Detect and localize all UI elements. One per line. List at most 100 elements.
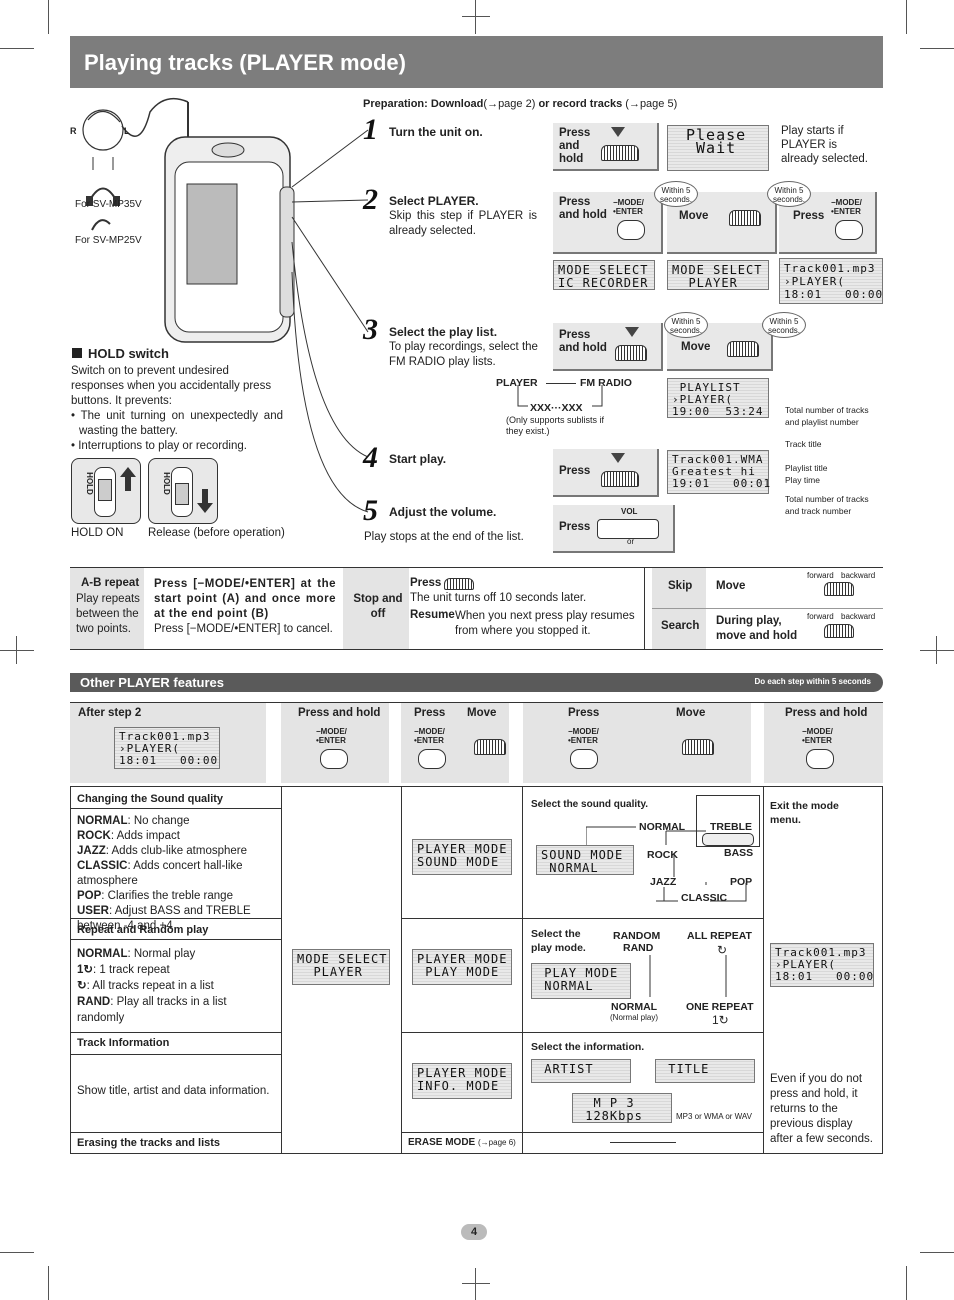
resume-label: Resume [410, 609, 455, 621]
list-item-value: : Adjust BASS and TREBLE between -4 and … [77, 905, 251, 932]
sound-title: Changing the Sound quality [77, 793, 224, 805]
pm-random: RANDOM [613, 930, 661, 942]
release-label: Release (before operation) [148, 527, 285, 539]
sound-cycle-arrows [586, 826, 747, 902]
mp3-lcd: M P 3 128Kbps [572, 1093, 672, 1123]
step-1-lcd: Please Wait [667, 125, 769, 171]
pl-xxx: XXX···XXX [530, 402, 583, 414]
artist-lcd: ARTIST [531, 1059, 631, 1083]
step-4-number: 4 [363, 441, 378, 474]
pm-one-icon: 1↻ [712, 1013, 729, 1027]
mode-enter-label: −MODE/ •ENTER [568, 727, 599, 745]
pm-info-lcd: PLAYER MODE INFO. MODE [412, 1063, 512, 1099]
skip-forward: forward [807, 571, 834, 580]
crop-mark [16, 636, 17, 664]
step-4-n3: Play time [785, 475, 820, 485]
dial-icon [474, 739, 506, 755]
search-title: Search [661, 620, 700, 632]
within-bubble: Within 5 seconds. [762, 312, 806, 338]
for-mp25: For SV-MP25V [75, 235, 142, 246]
step-5-title: Adjust the volume. [389, 505, 497, 519]
skip-title: Skip [668, 580, 693, 592]
pl-connectors [517, 385, 603, 407]
list-item-value: : Adds concert hall-like atmosphere [77, 860, 243, 887]
list-item-value: : 1 track repeat [93, 964, 170, 976]
treble-slider [702, 833, 754, 846]
page-title: Playing tracks (PLAYER mode) [84, 50, 406, 75]
pm-play-lcd: PLAYER MODE PLAY MODE [412, 949, 512, 985]
pm-sound-lcd: PLAYER MODE SOUND MODE [412, 839, 512, 875]
divider [882, 787, 883, 1153]
step-2-lcd-1: MODE SELECT IC RECORDER [553, 260, 655, 290]
list-item-key: CLASSIC [77, 860, 128, 872]
crop-mark [906, 1266, 907, 1300]
crop-mark [462, 16, 490, 17]
pl-sub: (Only supports sublists if they exist.) [506, 415, 605, 436]
play-stop-icon [444, 578, 474, 590]
crop-mark [48, 1266, 49, 1300]
ab-title: A-B repeat [81, 577, 140, 589]
ab-instructions: Press [−MODE/•ENTER] at the start point … [154, 578, 336, 635]
divider [401, 1132, 763, 1133]
device-illustration [82, 97, 369, 513]
crop-mark [920, 48, 954, 49]
skip-dial-icon [824, 582, 854, 596]
sq-normal: NORMAL [639, 821, 686, 833]
cell-bg [281, 703, 389, 783]
sq-bass: BASS [724, 847, 754, 859]
mode-enter-button-icon [418, 749, 446, 769]
list-item: CLASSIC: Adds concert hall-like atmosphe… [77, 859, 277, 889]
pm-normal: NORMAL [611, 1001, 658, 1013]
crop-mark [936, 636, 937, 664]
step-4-n4: Total number of tracks and track number [785, 494, 869, 516]
divider [644, 568, 645, 649]
info-title: Track Information [77, 1037, 170, 1049]
h-pressandhold: Press and hold [298, 707, 381, 719]
h-move: Move [467, 707, 497, 719]
exit-lcd: Track001.mp3 ›PLAYER( 18:01 00:00 [770, 943, 874, 987]
divider [763, 787, 764, 1153]
crop-mark [920, 650, 954, 651]
list-item: RAND: Play all tracks in a list randomly [77, 994, 277, 1026]
step-1-panel: Press and hold [553, 123, 659, 171]
hold-marker [72, 348, 82, 358]
mode-select-lcd: MODE SELECT PLAYER [292, 949, 390, 985]
step-4-panel: Press [553, 449, 659, 497]
hold-desc: Switch on to prevent undesired responses… [71, 365, 283, 452]
list-item-key: USER [77, 905, 109, 917]
pm-normalplay: (Normal play) [610, 1013, 659, 1022]
list-item-value: : Adds impact [110, 830, 180, 842]
step-3-number: 3 [363, 313, 378, 346]
cell-bg [70, 568, 144, 649]
list-item: ROCK: Adds impact [77, 829, 277, 844]
h-pressandhold2: Press and hold [785, 707, 868, 719]
ear-r: R [70, 126, 77, 136]
divider [522, 787, 523, 1153]
after-step-label: After step 2 [78, 707, 142, 719]
cell-bg [343, 568, 409, 649]
step-4-n2: Playlist title [785, 463, 828, 473]
step-2-number: 2 [363, 183, 378, 216]
mode-enter-button-icon [320, 749, 348, 769]
list-item: NORMAL: Normal play [77, 946, 277, 962]
crop-mark [475, 0, 476, 34]
other-grid: Changing the Sound quality NORMAL: No ch… [70, 786, 883, 1154]
stop-press: Press [410, 577, 442, 589]
pl-player: PLAYER [496, 377, 538, 389]
crop-mark [0, 650, 34, 651]
mode-enter-label: −MODE/ •ENTER [802, 727, 833, 745]
list-item-key: JAZZ [77, 845, 106, 857]
divider [652, 608, 883, 609]
exit-mode: Exit the mode menu. [770, 800, 839, 826]
crop-mark [0, 1252, 34, 1253]
divider [70, 1032, 281, 1033]
search-move: During play, move and hold [716, 615, 798, 642]
step-3-lcd: PLAYLIST ›PLAYER( 19:00 53:24 [667, 378, 769, 418]
step-4-lcd: Track001.WMA Greatest hi 19:01 00:01 [667, 450, 770, 494]
divider [70, 808, 281, 809]
step-5-stops: Play stops at the end of the list. [364, 531, 524, 543]
h-press: Press [414, 707, 446, 719]
page-number: 4 [461, 1224, 487, 1240]
